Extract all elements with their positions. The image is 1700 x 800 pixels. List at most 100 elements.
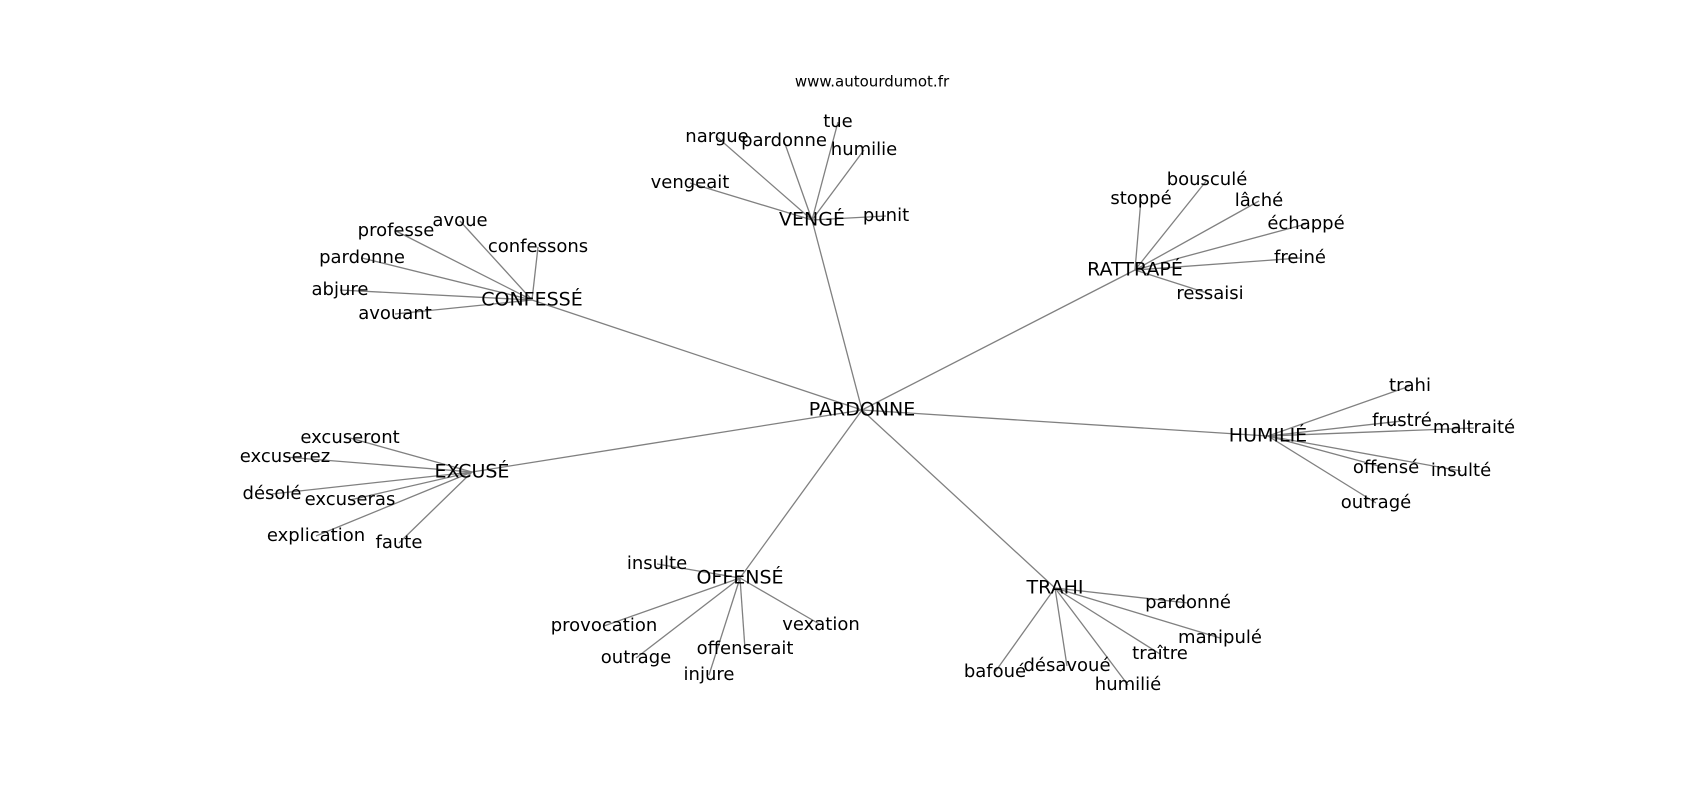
leaf-node-desole: désolé — [243, 483, 302, 504]
leaf-node-ressaisi: ressaisi — [1176, 283, 1243, 304]
edge-venge-punit — [811, 215, 887, 221]
leaf-node-punit: punit — [863, 205, 909, 226]
edge-offense-injure — [708, 577, 741, 676]
edge-excuse-faute — [398, 471, 473, 544]
edge-rattrape-stoppe — [1134, 198, 1142, 271]
edge-humilie-offense — [1267, 435, 1387, 469]
edge-offense-vexation — [739, 577, 822, 626]
edge-rattrape-echappe — [1134, 223, 1307, 271]
leaf-node-explication: explication — [267, 525, 365, 546]
leaf-node-insulte: insulte — [627, 553, 687, 574]
edge-rattrape-lache — [1134, 200, 1260, 271]
leaf-node-freine: freiné — [1274, 247, 1326, 268]
edge-excuse-explication — [315, 471, 473, 537]
edge-center-offense — [739, 409, 863, 579]
leaf-node-outrage: outrage — [601, 647, 671, 668]
edge-humilie-frustre — [1267, 420, 1403, 437]
graph-edges — [271, 121, 1475, 686]
edge-excuse-excuserez — [284, 456, 473, 473]
graph-labels: PARDONNEVENGÉnarguepardonnetuehumilieven… — [240, 111, 1515, 695]
leaf-node-desavoue: désavoué — [1023, 655, 1110, 676]
edge-humilie-trahi — [1267, 385, 1411, 437]
leaf-node-confessons: confessons — [488, 236, 588, 257]
edge-offense-provocation — [603, 577, 741, 627]
leaf-node-outrage: outragé — [1341, 492, 1411, 513]
edge-venge-nargue — [716, 136, 813, 221]
leaf-node-humilie: humilié — [1095, 674, 1161, 695]
edge-offense-insulte — [656, 563, 741, 579]
leaf-node-abjure: abjure — [312, 279, 369, 300]
hub-node-venge: VENGÉ — [779, 208, 845, 231]
leaf-node-professe: professe — [358, 220, 435, 241]
edge-humilie-maltraite — [1267, 427, 1475, 437]
edge-trahi-desavoue — [1054, 587, 1068, 667]
edge-center-confesse — [531, 299, 863, 411]
leaf-node-stoppe: stoppé — [1110, 188, 1171, 209]
hub-node-excuse: EXCUSÉ — [435, 460, 510, 483]
leaf-node-excuseras: excuseras — [305, 489, 396, 510]
leaf-node-lache: lâché — [1235, 190, 1283, 211]
leaf-node-trahi: trahi — [1389, 375, 1431, 396]
hub-node-trahi: TRAHI — [1026, 577, 1084, 599]
leaf-node-excuserez: excuserez — [240, 446, 330, 467]
edge-excuse-excuseras — [349, 471, 473, 501]
leaf-node-faute: faute — [376, 532, 423, 553]
leaf-node-frustre: frustré — [1372, 410, 1432, 431]
edge-confesse-pardonne — [361, 257, 533, 301]
edge-trahi-traitre — [1054, 587, 1161, 655]
edge-rattrape-bouscule — [1134, 179, 1208, 271]
hub-node-rattrape: RATTRAPÉ — [1087, 258, 1183, 281]
hub-node-offense: OFFENSÉ — [696, 566, 783, 589]
edge-venge-pardonne — [783, 140, 813, 221]
leaf-node-pardonne: pardonne — [319, 247, 405, 268]
edge-confesse-avoue — [459, 220, 533, 301]
leaf-node-humilie: humilie — [831, 139, 897, 160]
leaf-node-avoue: avoue — [432, 210, 487, 231]
leaf-node-traitre: traître — [1132, 643, 1188, 664]
leaf-node-vengeait: vengeait — [651, 172, 730, 193]
edge-confesse-abjure — [339, 289, 533, 301]
edge-rattrape-ressaisi — [1134, 269, 1211, 295]
leaf-node-insulte: insulté — [1431, 460, 1491, 481]
site-url: www.autourdumot.fr — [795, 73, 950, 91]
edge-confesse-professe — [395, 230, 533, 301]
edge-center-rattrape — [861, 269, 1136, 411]
hub-node-humilie: HUMILIÉ — [1229, 424, 1307, 447]
leaf-node-manipule: manipulé — [1178, 627, 1262, 648]
edge-center-venge — [811, 219, 863, 411]
leaf-node-offense: offensé — [1353, 457, 1419, 478]
leaf-node-tue: tue — [823, 111, 853, 132]
leaf-node-bafoue: bafoué — [964, 661, 1026, 682]
edge-center-excuse — [471, 409, 863, 473]
edge-rattrape-freine — [1134, 257, 1301, 271]
edge-excuse-desole — [271, 471, 473, 495]
edge-confesse-confessons — [531, 246, 539, 301]
edge-trahi-bafoue — [994, 587, 1056, 673]
leaf-node-nargue: nargue — [685, 126, 748, 147]
edge-center-trahi — [861, 409, 1056, 589]
center-node-label: PARDONNE — [809, 399, 915, 421]
leaf-node-vexation: vexation — [782, 614, 860, 635]
leaf-node-pardonne: pardonne — [741, 130, 827, 151]
edge-humilie-insulte — [1267, 435, 1462, 472]
edge-center-humilie — [861, 409, 1269, 437]
leaf-node-injure: injure — [684, 664, 735, 685]
leaf-node-maltraite: maltraité — [1433, 417, 1515, 438]
edge-excuse-excuseront — [349, 437, 473, 473]
leaf-node-echappe: échappé — [1267, 213, 1344, 234]
edge-offense-offenserait — [739, 577, 746, 650]
leaf-node-avouant: avouant — [358, 303, 432, 324]
edge-trahi-manipule — [1054, 587, 1221, 639]
edge-humilie-outrage — [1267, 435, 1377, 504]
leaf-node-offenserait: offenserait — [697, 638, 794, 659]
leaf-node-bouscule: bousculé — [1167, 169, 1248, 190]
edge-trahi-pardonne — [1054, 587, 1189, 604]
edge-venge-vengeait — [689, 182, 813, 221]
edge-confesse-avouant — [394, 299, 533, 315]
edge-offense-outrage — [635, 577, 741, 659]
hub-node-confesse: CONFESSÉ — [481, 288, 583, 311]
edge-venge-humilie — [811, 149, 865, 221]
leaf-node-pardonne: pardonné — [1145, 592, 1231, 613]
leaf-node-excuseront: excuseront — [300, 427, 399, 448]
edge-venge-tue — [811, 121, 839, 221]
